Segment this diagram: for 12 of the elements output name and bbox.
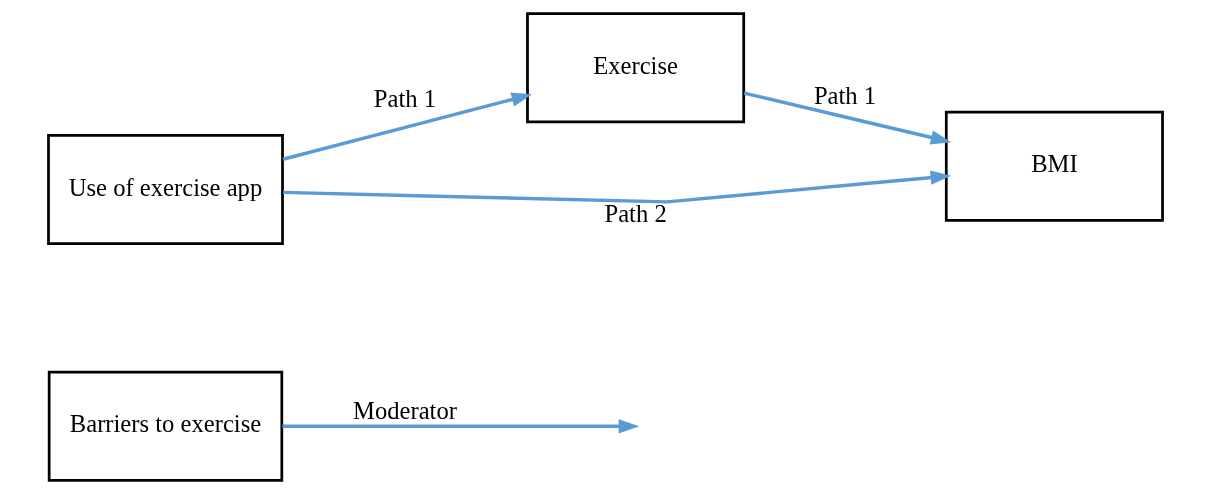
edge-label: Path 1 — [813, 81, 877, 109]
arrow — [282, 419, 640, 434]
node-box: Exercise — [526, 12, 746, 124]
edge-label: Path 2 — [604, 199, 667, 227]
arrow — [743, 91, 952, 145]
node-box: BMI — [944, 110, 1164, 222]
node-box: Barriers to exercise — [47, 370, 284, 482]
edge-label: Path 1 — [373, 84, 437, 112]
node-box: Use of exercise app — [47, 134, 284, 245]
arrow — [283, 170, 952, 204]
arrow — [282, 92, 533, 161]
edge-label: Moderator — [353, 396, 457, 424]
